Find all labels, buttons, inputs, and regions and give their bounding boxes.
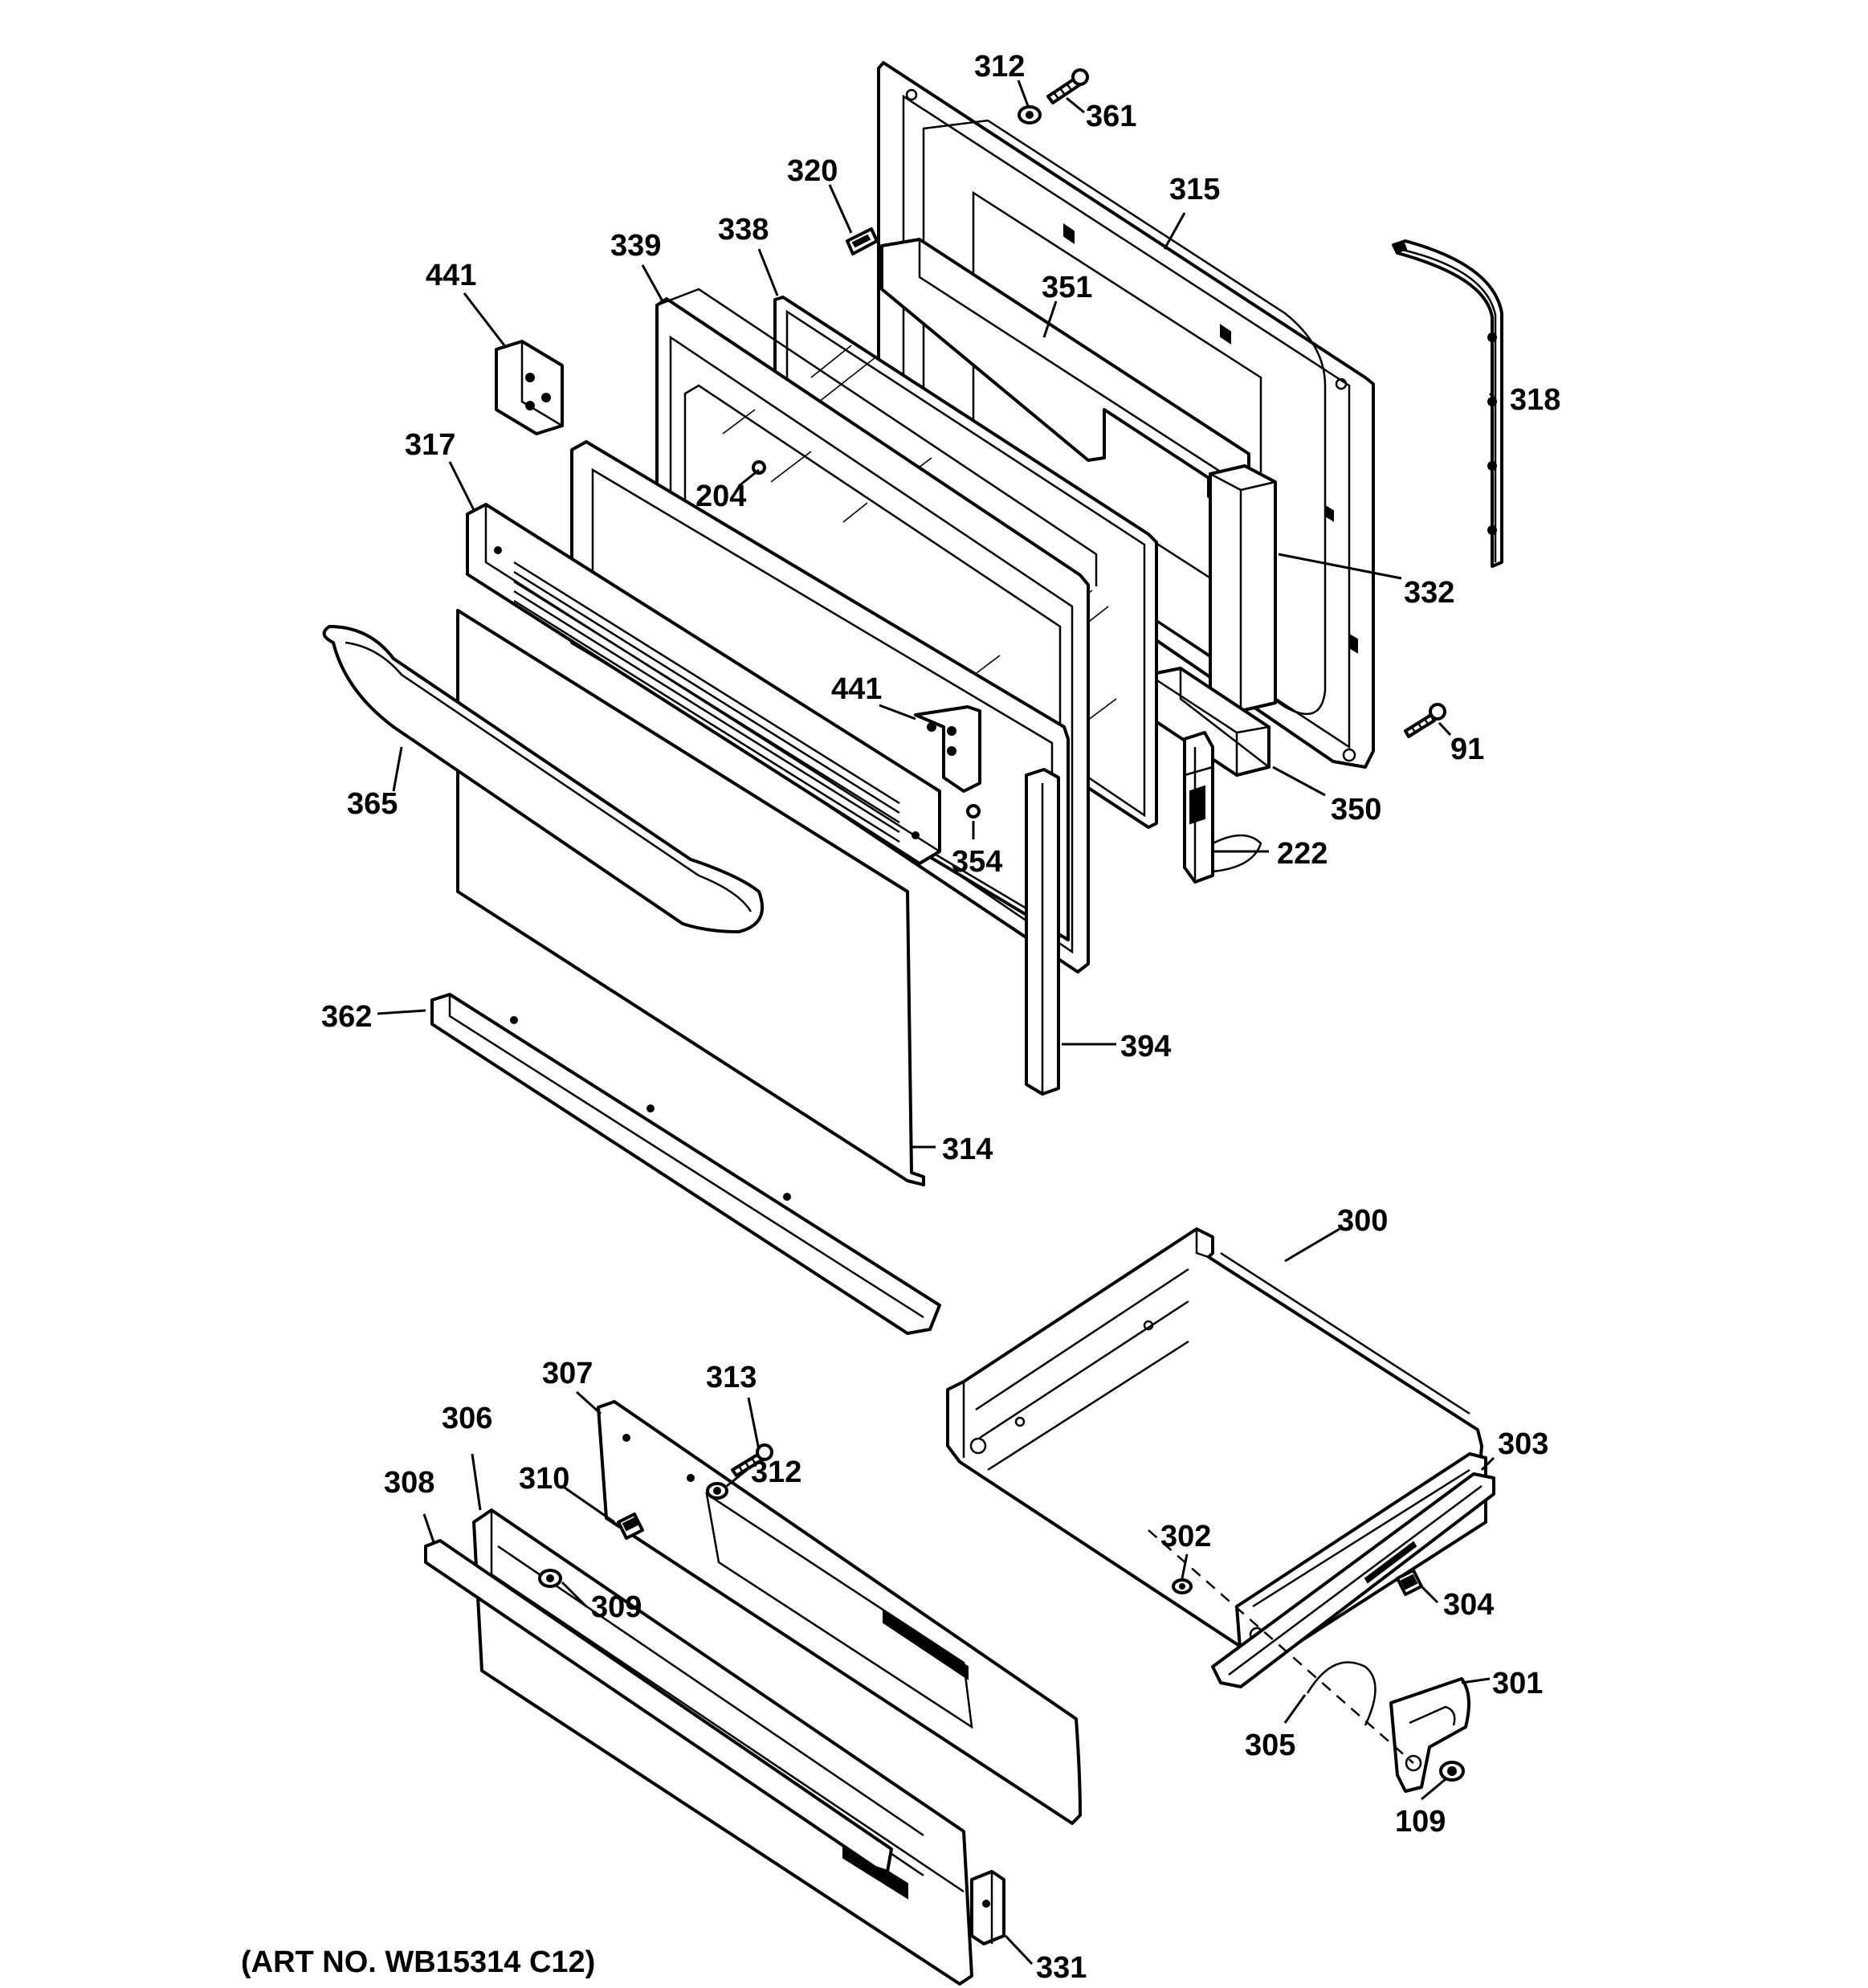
callout-313: 313 xyxy=(706,1361,757,1394)
callout-304: 304 xyxy=(1443,1588,1494,1622)
bracket-441-mid xyxy=(914,705,981,793)
screw-361 xyxy=(1046,68,1089,104)
callout-332: 332 xyxy=(1404,576,1454,610)
handle-365 xyxy=(322,625,764,933)
callout-365: 365 xyxy=(347,787,398,821)
callout-204: 204 xyxy=(695,480,746,513)
bracket-331 xyxy=(970,1870,1005,1945)
screw-313 xyxy=(731,1443,773,1477)
callout-305: 305 xyxy=(1245,1729,1295,1762)
washer-309 xyxy=(538,1569,562,1588)
callout-308: 308 xyxy=(384,1466,434,1500)
nut-109 xyxy=(1439,1761,1465,1782)
callout-109: 109 xyxy=(1395,1805,1446,1839)
insulation-332 xyxy=(1209,464,1277,712)
callout-306: 306 xyxy=(442,1402,492,1435)
callout-312-bottom: 312 xyxy=(751,1455,801,1489)
callout-362: 362 xyxy=(321,1000,372,1034)
nut-312-bottom xyxy=(706,1482,728,1500)
callout-361: 361 xyxy=(1086,100,1136,133)
side-trim-394 xyxy=(1025,768,1060,1096)
callout-91: 91 xyxy=(1450,733,1484,766)
lower-trim-362 xyxy=(430,993,941,1335)
callout-351: 351 xyxy=(1042,271,1092,304)
callout-314: 314 xyxy=(942,1133,993,1166)
drawer-body-300 xyxy=(946,1227,1487,1668)
slide-rail-303 xyxy=(1211,1472,1495,1688)
callout-394: 394 xyxy=(1120,1030,1171,1063)
callout-354: 354 xyxy=(952,845,1002,879)
nut-312-top xyxy=(1018,105,1042,125)
drawer-panel-307 xyxy=(597,1400,1082,1825)
callout-350: 350 xyxy=(1331,793,1381,827)
screw-204 xyxy=(752,460,766,475)
callout-318: 318 xyxy=(1510,383,1560,417)
callout-labels: 312 361 320 315 339 338 441 351 318 317 … xyxy=(321,50,1560,1985)
callout-302: 302 xyxy=(1160,1520,1211,1553)
bracket-441-top xyxy=(495,340,564,435)
callout-338: 338 xyxy=(718,213,769,247)
callout-312-top: 312 xyxy=(974,50,1025,84)
callout-301: 301 xyxy=(1492,1667,1543,1700)
callout-309: 309 xyxy=(591,1590,642,1624)
screw-91 xyxy=(1404,703,1446,738)
callout-331: 331 xyxy=(1036,1951,1087,1985)
callout-310: 310 xyxy=(519,1462,569,1496)
callout-320: 320 xyxy=(787,154,838,188)
callout-315: 315 xyxy=(1169,173,1220,206)
callout-317: 317 xyxy=(405,428,455,462)
clip-320 xyxy=(846,227,879,255)
pin-302 xyxy=(1172,1578,1193,1594)
callout-307: 307 xyxy=(542,1357,593,1390)
spring-clip-305 xyxy=(1306,1661,1377,1726)
trim-308 xyxy=(424,1539,893,1873)
callout-339: 339 xyxy=(610,229,661,263)
gasket-318 xyxy=(1392,239,1503,568)
callout-441-mid: 441 xyxy=(831,672,882,706)
callout-222: 222 xyxy=(1277,837,1328,871)
vent-trim-317 xyxy=(466,503,941,865)
callout-303: 303 xyxy=(1498,1427,1548,1461)
hinge-222 xyxy=(1183,731,1262,884)
leader-lines xyxy=(377,80,1495,1966)
art-number: (ART NO. WB15314 C12) xyxy=(241,1945,595,1979)
callout-441-top: 441 xyxy=(426,259,476,292)
clip-310 xyxy=(617,1512,644,1540)
callout-300: 300 xyxy=(1337,1204,1388,1238)
screw-354 xyxy=(966,804,981,818)
